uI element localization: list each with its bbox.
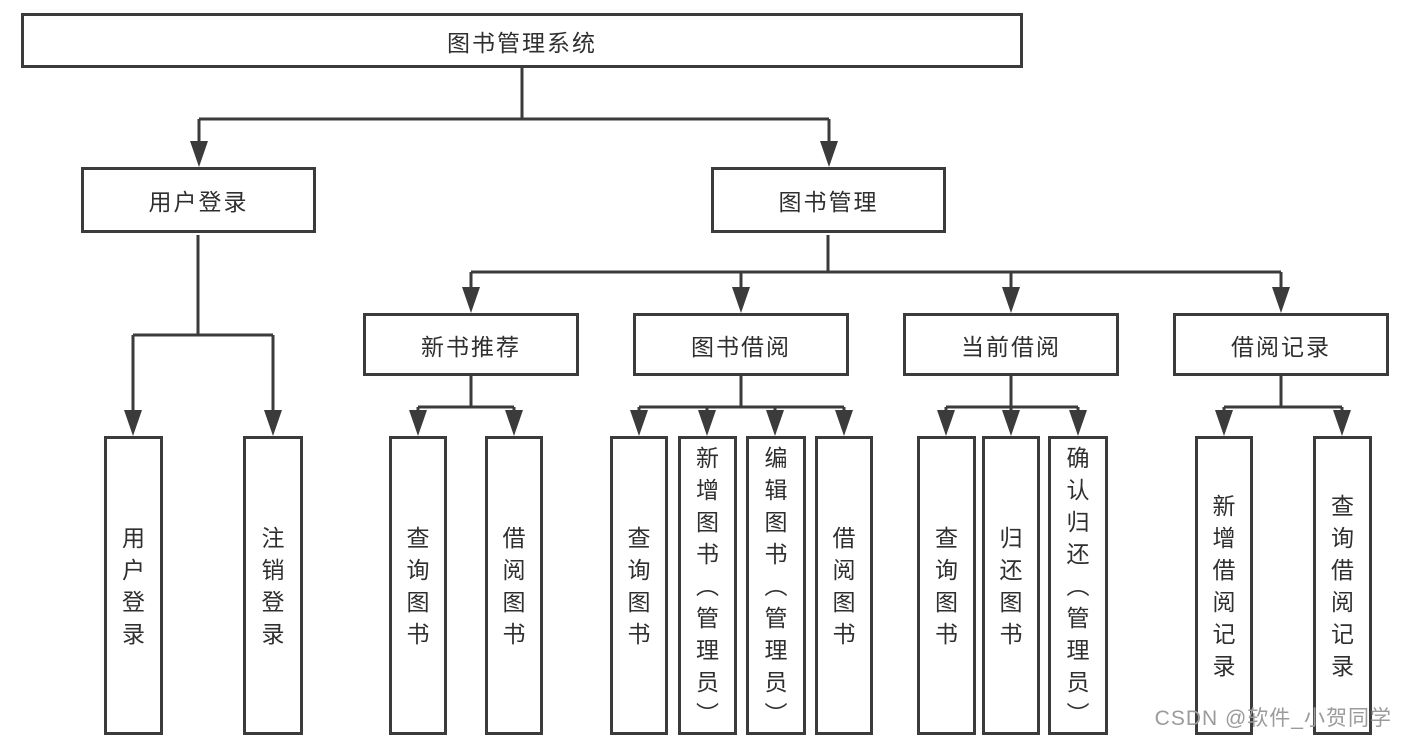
node-borrowing-records-label: 借阅记录 [1231,333,1331,360]
leaf-query-books-current: 查 询 图 书 [917,436,976,735]
leaf-user-login-label: 用 户 登 录 [122,524,145,647]
node-user-login-label: 用户登录 [148,189,249,215]
leaf-query-books-current-label: 查 询 图 书 [935,524,958,647]
node-new-book-recommend: 新书推荐 [363,313,579,376]
leaf-borrow-books-borrowing-label: 借 阅 图 书 [832,524,856,647]
leaf-borrow-books-recommend: 借 阅 图 书 [485,436,543,735]
node-new-book-recommend-label: 新书推荐 [421,333,521,360]
leaf-query-books-recommend: 查 询 图 书 [389,436,447,735]
leaf-user-login: 用 户 登 录 [104,436,163,735]
node-book-borrowing: 图书借阅 [633,313,849,376]
leaf-query-books-borrowing: 查 询 图 书 [610,436,668,735]
leaf-add-books-admin: 新 增 图 书 ︵ 管 理 员 ︶ [678,436,737,735]
node-root-label: 图书管理系统 [447,29,597,56]
leaf-add-books-admin-label: 新 增 图 书 ︵ 管 理 员 ︶ [696,444,719,727]
leaf-query-books-borrowing-label: 查 询 图 书 [627,524,651,647]
node-user-login: 用户登录 [81,167,316,233]
node-book-management-label: 图书管理 [778,189,879,215]
leaf-add-borrow-record: 新 增 借 阅 记 录 [1195,436,1253,735]
leaf-logout-label: 注 销 登 录 [261,524,285,647]
leaf-logout: 注 销 登 录 [243,436,303,735]
leaf-add-borrow-record-label: 新 增 借 阅 记 录 [1212,492,1236,679]
node-book-borrowing-label: 图书借阅 [691,333,791,360]
node-current-borrowing: 当前借阅 [903,313,1119,376]
leaf-query-borrow-record: 查 询 借 阅 记 录 [1313,436,1372,735]
node-current-borrowing-label: 当前借阅 [961,333,1061,360]
node-book-management: 图书管理 [711,167,946,233]
node-root: 图书管理系统 [21,13,1023,68]
leaf-return-books-label: 归 还 图 书 [999,524,1023,647]
leaf-query-books-recommend-label: 查 询 图 书 [406,524,430,647]
node-borrowing-records: 借阅记录 [1173,313,1389,376]
leaf-query-borrow-record-label: 查 询 借 阅 记 录 [1331,492,1354,679]
leaf-return-books: 归 还 图 书 [982,436,1040,735]
csdn-watermark: CSDN @软件_小贺同学 [1154,707,1392,730]
leaf-edit-books-admin-label: 编 辑 图 书 ︵ 管 理 员 ︶ [764,444,788,727]
leaf-confirm-return-admin-label: 确 认 归 还 ︵ 管 理 员 ︶ [1066,444,1090,727]
leaf-borrow-books-recommend-label: 借 阅 图 书 [502,524,526,647]
leaf-edit-books-admin: 编 辑 图 书 ︵ 管 理 员 ︶ [746,436,806,735]
arrowheads [124,141,1351,436]
leaf-confirm-return-admin: 确 认 归 还 ︵ 管 理 员 ︶ [1048,436,1108,735]
leaf-borrow-books-borrowing: 借 阅 图 书 [815,436,873,735]
